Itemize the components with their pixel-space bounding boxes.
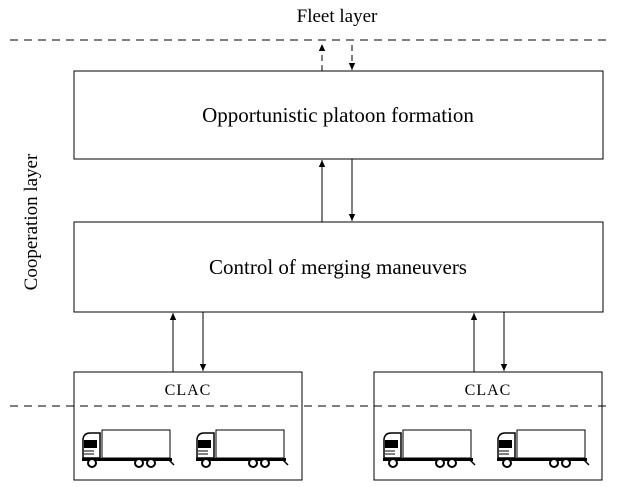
platoon-formation-box (73, 70, 604, 160)
fleet-layer-label: Fleet layer (297, 6, 378, 27)
clac-right-box (373, 371, 603, 481)
clac-left-label: CLAC (165, 382, 212, 399)
merging-control-box (73, 221, 604, 313)
cooperation-layer-label: Cooperation layer (21, 153, 42, 290)
platoon-formation-label: Opportunistic platoon formation (202, 103, 474, 127)
merging-control-label: Control of merging maneuvers (209, 255, 467, 279)
clac-right-label: CLAC (465, 382, 512, 399)
